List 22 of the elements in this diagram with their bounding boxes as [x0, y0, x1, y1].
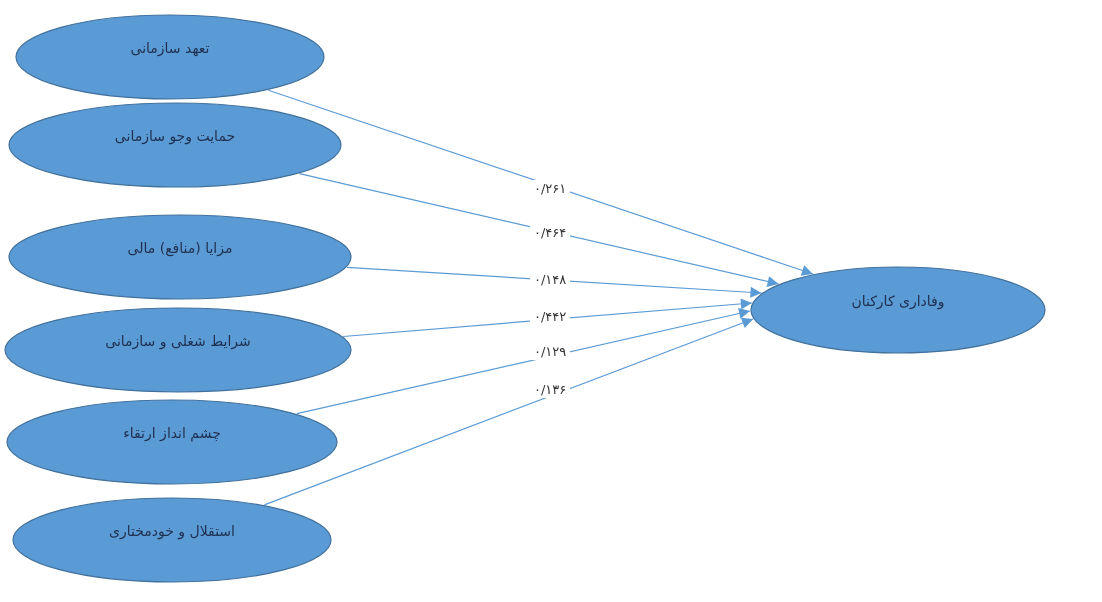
ellipse-node: [4, 307, 352, 393]
edge-label: ۰/۲۶۱: [530, 179, 571, 197]
arrow: [296, 308, 751, 415]
arrow: [267, 89, 814, 276]
arrow: [298, 173, 780, 287]
ellipse-node: [8, 214, 352, 300]
node-label: شرایط شغلی و سازمانی: [105, 333, 251, 349]
ellipse-node: [12, 497, 332, 583]
arrow: [342, 298, 753, 338]
ellipse-node: [6, 399, 338, 485]
edge-label: ۰/۴۶۴: [530, 224, 571, 242]
arrow: [263, 317, 754, 506]
node-label: تعهد سازمانی: [130, 40, 210, 56]
ellipse-node: [750, 266, 1046, 354]
ellipse-node: [8, 102, 342, 188]
node-label: چشم انداز ارتقاء: [123, 425, 221, 441]
node-label: استقلال و خودمختاری: [109, 523, 235, 539]
node-label: مزایا (منافع) مالی: [127, 240, 233, 256]
node-label: حمایت وجو سازمانی: [114, 128, 236, 144]
arrow: [346, 266, 763, 298]
ellipse-node: [15, 14, 325, 100]
node-label: وفاداری کارکنان: [851, 293, 945, 309]
